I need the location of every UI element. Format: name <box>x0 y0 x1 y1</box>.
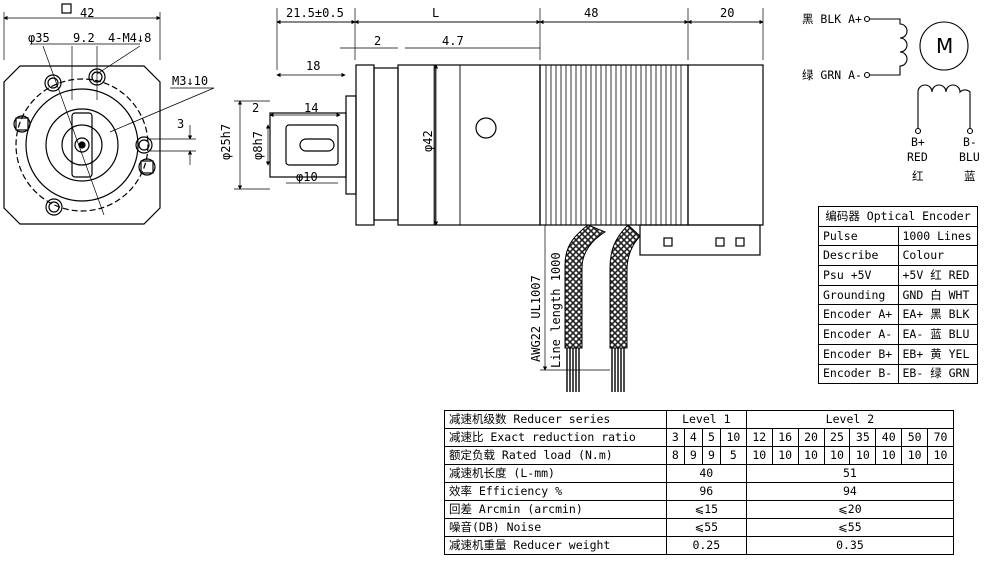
cable-bundle <box>564 224 641 392</box>
front-view <box>3 3 215 225</box>
dim-18: 18 <box>306 59 320 73</box>
square-size: 42 <box>80 6 94 20</box>
screw-label: M3↓10 <box>172 74 208 88</box>
dim-48: 48 <box>584 6 598 20</box>
table-row: Encoder A+EA+ 黑 BLK <box>818 304 978 326</box>
table-row: Psu +5V+5V 红 RED <box>818 265 978 286</box>
table-row: 减速机级数 Reducer series Level 1 Level 2 <box>444 410 955 429</box>
dim-2b: 2 <box>252 101 259 115</box>
wire-b-plus-cn: 红 <box>912 169 924 183</box>
table-row: 回差 Arcmin (arcmin) ⩽15 ⩽20 <box>444 500 955 519</box>
table-row: 减速机重量 Reducer weight 0.25 0.35 <box>444 536 955 555</box>
dim-14: 14 <box>304 101 318 115</box>
offset-label: 9.2 <box>73 31 95 45</box>
square-symbol <box>61 3 72 14</box>
table-row: Encoder B+EB+ 黄 YEL <box>818 343 978 365</box>
wire-b-minus-color: BLU <box>959 150 980 164</box>
wire-b-minus-cn: 蓝 <box>964 169 976 183</box>
encoder-title: 编码器 Optical Encoder <box>818 206 978 227</box>
dia-10: φ10 <box>296 170 318 184</box>
mount-hole <box>45 198 63 216</box>
flange-outline <box>3 65 161 225</box>
holes-label: 4-M4↓8 <box>108 31 151 45</box>
wire-b-plus: B+ <box>911 135 925 149</box>
dia-42: φ42 <box>421 130 435 152</box>
wiring-diagram <box>863 15 974 135</box>
table-row: 效率 Efficiency % 96 94 <box>444 482 955 501</box>
mount-hole <box>44 74 62 92</box>
dim-47: 4.7 <box>442 34 464 48</box>
table-row: 减速比 Exact reduction ratio 3 4 5 10 12 16… <box>444 428 954 447</box>
wire-b-minus: B- <box>963 135 977 149</box>
dia-25: φ25h7 <box>219 124 233 160</box>
reducer-table: 减速机级数 Reducer series Level 1 Level 2 减速比… <box>444 410 955 555</box>
table-row: 减速机长度 (L-mm) 40 51 <box>444 464 955 483</box>
side-view <box>234 8 764 371</box>
dia-8: φ8h7 <box>251 131 265 160</box>
motor-fins <box>545 65 682 225</box>
pcd-label: φ35 <box>28 31 50 45</box>
wire-a-minus: 绿 GRN A- <box>802 68 862 82</box>
motor-letter: M <box>936 34 953 58</box>
motor-symbol <box>919 21 969 71</box>
wire-a-plus: 黑 BLK A+ <box>802 12 862 26</box>
dim-21: 21.5±0.5 <box>286 6 344 20</box>
dim-L: L <box>432 6 439 20</box>
mount-hole <box>135 136 153 154</box>
dim-20: 20 <box>720 6 734 20</box>
table-row: 噪音(DB) Noise ⩽55 ⩽55 <box>444 518 955 537</box>
table-row: 额定负载 Rated load (N.m) 8 9 9 5 10 10 10 1… <box>444 446 954 465</box>
cable-spec: AWG22 UL1007 <box>529 275 543 362</box>
table-row: Encoder B-EB- 绿 GRN <box>818 363 978 385</box>
key-label: 3 <box>177 117 184 131</box>
wire-b-plus-color: RED <box>907 150 928 164</box>
pcd-circle <box>15 78 149 212</box>
gearbox-circle <box>25 88 139 202</box>
line-length: Line length 1000 <box>549 252 563 368</box>
table-row: Encoder A-EA- 蓝 BLU <box>818 324 978 345</box>
dim-2a: 2 <box>374 34 381 48</box>
